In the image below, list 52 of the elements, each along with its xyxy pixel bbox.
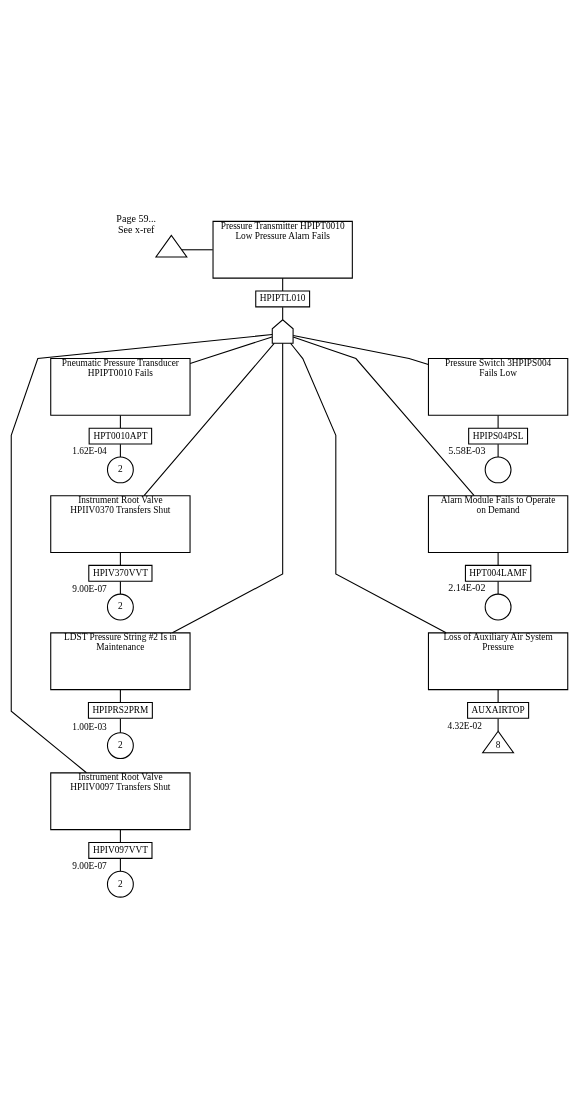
connector (189, 335, 273, 364)
node-box: HPIPRS2PRM (87, 701, 153, 719)
connector (497, 443, 499, 457)
connector (119, 443, 121, 457)
node-box: HPIV370VVT (88, 564, 153, 582)
node-box: HPT0010APT (88, 427, 153, 445)
node-box: Loss of Auxiliary Air System Pressure (427, 631, 569, 690)
connector (497, 414, 499, 429)
node-gate (271, 318, 294, 344)
node-box: LDST Pressure String #2 Is in Maintenance (50, 631, 191, 690)
node-label: 9.00E-07 (72, 583, 107, 594)
connector (119, 414, 121, 429)
node-circle (484, 593, 512, 620)
node-box: HPIV097VVT (88, 841, 153, 859)
node-box: HPIPTL010 (255, 290, 311, 307)
node-label: 4.32E-02 (447, 720, 482, 731)
node-box: Pressure Transmitter HPIPT0010 Low Pressure Alarn Fails (212, 220, 353, 279)
connector (497, 717, 499, 732)
node-box: AUXAIRTOP (467, 701, 530, 719)
connector (292, 336, 475, 496)
node-circle: 2 (106, 870, 134, 898)
connector (497, 551, 499, 566)
node-box: HPIPS04PSL (468, 427, 529, 445)
node-circle (484, 455, 512, 483)
node-label: 5.58E-03 (448, 444, 486, 456)
connector (282, 306, 284, 320)
node-label: 1.62E-04 (72, 445, 107, 456)
node-circle: 2 (106, 593, 134, 620)
node-circle: 2 (106, 731, 134, 759)
node-label: 9.00E-07 (72, 860, 107, 871)
node-label: 1.00E-03 (72, 721, 107, 732)
connector (119, 717, 121, 733)
node-box: Instrument Root Valve HPIIV0097 Transfers Shut (50, 771, 191, 830)
node-box: HPT004LAMF (464, 564, 532, 582)
connector (119, 580, 121, 595)
connector (171, 342, 284, 633)
node-box: Alarn Module Fails to Operate on Demand (427, 494, 569, 553)
node-box: Pressure Switch 3HPIPS004 Fails Low (427, 357, 569, 416)
connector (143, 342, 275, 496)
node-label: 2.14E-02 (448, 581, 486, 593)
connector (497, 688, 499, 703)
connector (10, 333, 273, 773)
connector (292, 334, 429, 365)
connector (282, 277, 284, 291)
connector (290, 342, 447, 633)
node-box: Instrument Root Valve HPIIV0370 Transfers Shut (50, 494, 191, 553)
connector (497, 580, 499, 595)
node-circle: 2 (106, 455, 134, 483)
node-box: Pneumatic Pressure Transducer HPIPT0010 Fails (50, 357, 191, 416)
node-label: Page 59... See x-ref (116, 212, 156, 235)
node-triangle (154, 234, 188, 257)
connector (181, 248, 214, 250)
